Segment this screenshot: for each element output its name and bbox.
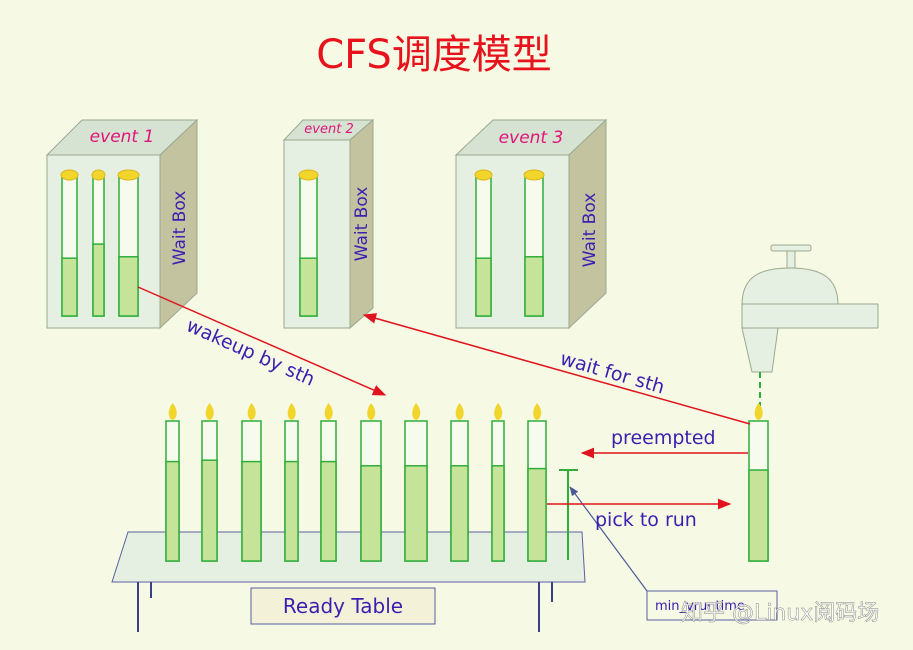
wait-candle — [474, 169, 493, 317]
wait-box-1-candles — [60, 169, 140, 317]
ready-candle — [201, 403, 218, 562]
pick-arrow-label: pick to run — [595, 509, 697, 531]
wait-box-1-event-label: event 1 — [90, 127, 155, 147]
wait-box-2-candles — [298, 169, 319, 317]
wait-candle — [60, 169, 79, 317]
ready-candle — [165, 403, 180, 562]
wait-box-3-candles — [474, 169, 545, 317]
wait-box-1-side-label: Wait Box — [170, 191, 190, 266]
wait-candle — [117, 169, 140, 317]
ready-candle — [320, 403, 337, 562]
wait-box-3: event 3 Wait Box — [454, 118, 608, 330]
wait-arrow — [362, 313, 751, 425]
wait-arrow-label: wait for sth — [558, 348, 667, 399]
running-candle-body — [748, 403, 769, 562]
wait-box-3-front — [455, 154, 570, 329]
ready-candle — [241, 403, 262, 562]
ready-candle — [284, 403, 299, 562]
ready-candle — [450, 403, 469, 562]
min-vruntime-label: min_vruntime — [655, 599, 745, 614]
ready-candle — [360, 403, 382, 562]
ready-candle — [527, 403, 547, 562]
ready-candle — [491, 403, 505, 562]
ready-table-label-box — [250, 587, 436, 625]
min-vruntime-pointer — [569, 486, 651, 596]
ready-table-label: Ready Table — [283, 594, 403, 618]
ready-table: Ready Table — [111, 531, 586, 632]
wait-candle — [298, 169, 319, 317]
running-candle — [748, 403, 769, 562]
ready-candle — [404, 403, 428, 562]
faucet-icon — [741, 244, 879, 373]
wait-box-3-side-label: Wait Box — [580, 193, 600, 268]
wakeup-arrow — [137, 286, 387, 396]
wait-candle — [523, 169, 545, 317]
wait-box-2-event-label: event 2 — [304, 122, 353, 137]
wait-box-1: event 1 Wait Box — [45, 118, 199, 330]
min-vruntime-marker — [559, 469, 578, 560]
wait-box-2-side-label: Wait Box — [352, 187, 372, 262]
wait-candle — [91, 169, 106, 317]
ready-table-top — [111, 531, 586, 583]
ready-candles — [165, 403, 547, 562]
watermark: 知乎 @Linux阅码场 — [681, 601, 879, 626]
wait-box-2: event 2 Wait Box — [282, 118, 375, 330]
preempted-arrow-label: preempted — [611, 427, 716, 449]
wait-box-3-event-label: event 3 — [499, 128, 564, 148]
diagram-title: CFS调度模型 — [316, 32, 552, 78]
min-vruntime-label-box — [646, 590, 778, 621]
